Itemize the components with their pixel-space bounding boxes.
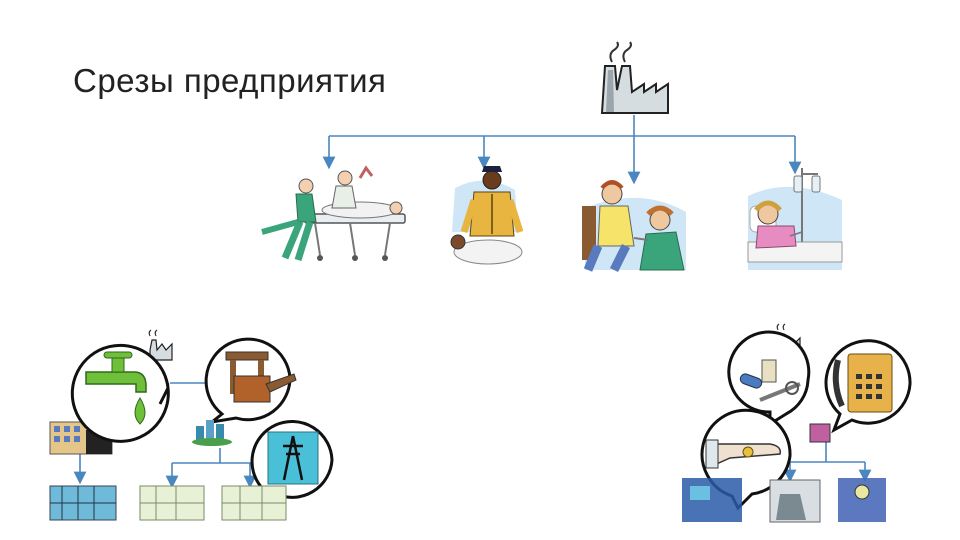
org-connector xyxy=(322,115,802,185)
water-tap-icon xyxy=(70,343,170,443)
nurse-injection-icon xyxy=(582,180,686,273)
patient-iv-bed-icon xyxy=(747,168,843,270)
office-workers-icon xyxy=(682,423,886,523)
city-icon xyxy=(192,420,232,446)
floor-plan-icon xyxy=(49,485,287,521)
power-tower-icon xyxy=(250,419,334,502)
industrial-machine-icon xyxy=(204,337,297,425)
factory-icon xyxy=(600,41,669,114)
mini-factory-icon xyxy=(148,329,173,361)
stretcher-transport-icon xyxy=(261,165,406,262)
first-aid-icon xyxy=(450,166,524,265)
medical-supplies-icon xyxy=(727,330,811,427)
slide-title: Срезы предприятия xyxy=(73,62,387,99)
intercom-phone-icon xyxy=(824,339,912,434)
